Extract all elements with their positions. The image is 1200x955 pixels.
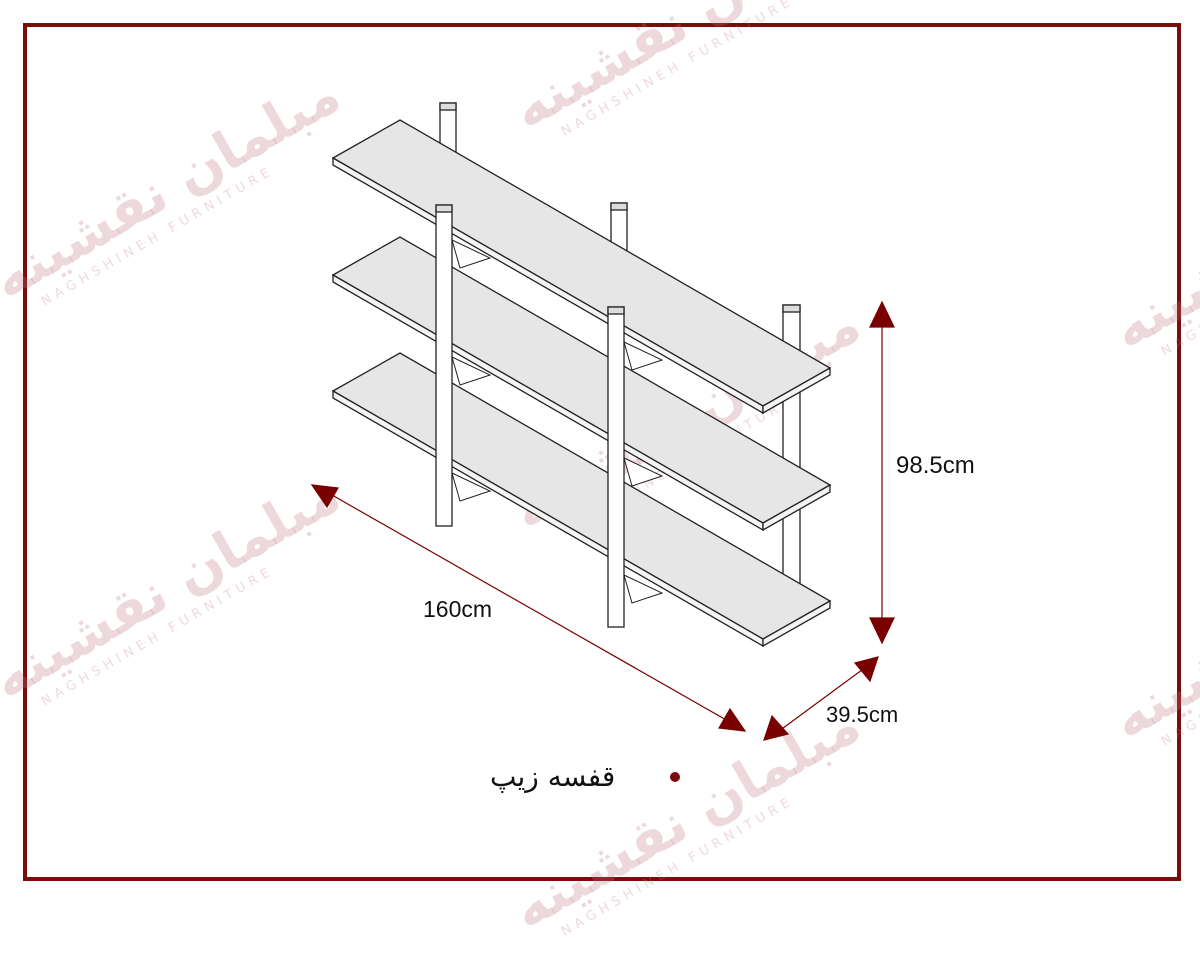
height-label: 98.5cm	[896, 452, 975, 479]
width-arrow	[310, 484, 747, 732]
product-caption: قفسه زیپ	[490, 760, 616, 793]
front-right-post	[607, 306, 625, 628]
bullet-icon	[670, 772, 680, 782]
front-left-post	[435, 204, 453, 527]
width-label: 160cm	[423, 596, 493, 622]
image-frame	[23, 23, 1181, 881]
depth-label: 39.5cm	[826, 702, 899, 727]
shelf-drawing	[310, 102, 895, 741]
depth-arrow	[763, 656, 879, 741]
height-arrow	[869, 300, 895, 645]
